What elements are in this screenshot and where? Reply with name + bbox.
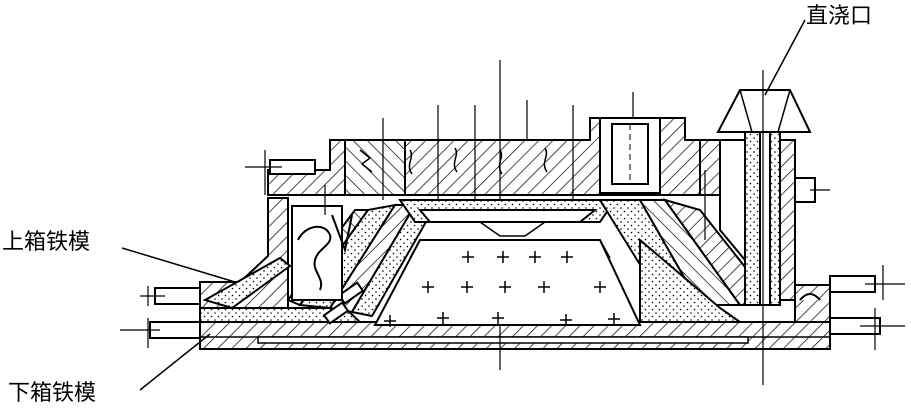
upper-mold-label: 上箱铁模 — [2, 230, 91, 255]
lower-sand-layer — [199, 307, 363, 323]
cope-top-block — [267, 117, 701, 196]
left-upper-mold-wing — [199, 197, 292, 310]
lower-mold-base-plate — [199, 321, 831, 350]
sprue-label: 直浇口 — [806, 4, 873, 29]
sprue-funnel — [716, 89, 821, 306]
cope-cavity-band — [398, 199, 617, 237]
left-core-cavity — [291, 205, 353, 301]
locating-pins — [149, 159, 881, 339]
center-lines — [120, 60, 905, 385]
lower-mold-label: 下箱铁模 — [8, 381, 97, 406]
leader-lines — [121, 19, 806, 391]
casting-body — [373, 239, 642, 327]
